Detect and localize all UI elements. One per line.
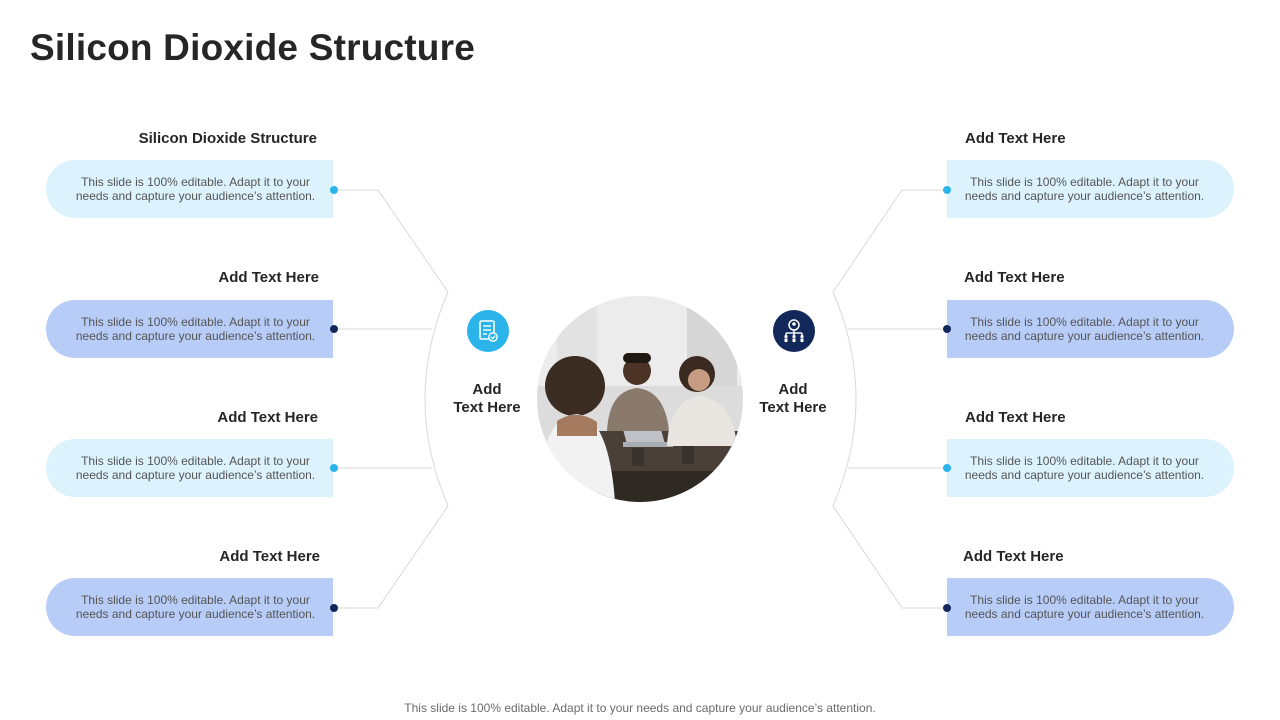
right-item-textbox: This slide is 100% editable. Adapt it to… <box>947 439 1234 497</box>
connector-right-1 <box>832 189 947 293</box>
right-connector-dot <box>943 325 951 333</box>
left-connector-dot <box>330 464 338 472</box>
left-item-heading: Add Text Here <box>217 409 318 426</box>
organization-chart-icon <box>773 310 815 352</box>
right-connector-dot <box>943 604 951 612</box>
left-item-heading: Add Text Here <box>218 269 319 286</box>
left-connector-dot <box>330 604 338 612</box>
right-item-heading: Add Text Here <box>965 409 1066 426</box>
arc-right <box>832 291 857 507</box>
left-connector-dot <box>330 186 338 194</box>
center-left-label-line2: Text Here <box>453 399 521 416</box>
right-item-heading: Add Text Here <box>965 130 1066 147</box>
connector-left-4 <box>334 505 449 609</box>
left-item-textbox: This slide is 100% editable. Adapt it to… <box>46 300 333 358</box>
left-item-heading: Silicon Dioxide Structure <box>138 130 317 147</box>
center-right-label-line2: Text Here <box>759 399 827 416</box>
arc-left <box>424 291 449 507</box>
left-connector-dot <box>330 325 338 333</box>
team-meeting-photo <box>537 296 743 502</box>
checklist-icon <box>467 310 509 352</box>
right-item-textbox: This slide is 100% editable. Adapt it to… <box>947 160 1234 218</box>
left-item-textbox: This slide is 100% editable. Adapt it to… <box>46 160 333 218</box>
footer-note: This slide is 100% editable. Adapt it to… <box>404 701 876 715</box>
right-item-textbox: This slide is 100% editable. Adapt it to… <box>947 300 1234 358</box>
right-connector-dot <box>943 464 951 472</box>
right-item-heading: Add Text Here <box>964 269 1065 286</box>
center-right-label: Add Text Here <box>738 381 848 417</box>
left-item-heading: Add Text Here <box>219 548 320 565</box>
center-right-label-line1: Add <box>778 381 808 398</box>
right-item-textbox: This slide is 100% editable. Adapt it to… <box>947 578 1234 636</box>
connector-right-4 <box>832 505 947 609</box>
page-title: Silicon Dioxide Structure <box>30 27 475 68</box>
left-item-textbox: This slide is 100% editable. Adapt it to… <box>46 439 333 497</box>
right-connector-dot <box>943 186 951 194</box>
connector-left-1 <box>334 189 449 293</box>
left-item-textbox: This slide is 100% editable. Adapt it to… <box>46 578 333 636</box>
center-left-label-line1: Add <box>472 381 502 398</box>
right-item-heading: Add Text Here <box>963 548 1064 565</box>
center-left-label: Add Text Here <box>432 381 542 417</box>
